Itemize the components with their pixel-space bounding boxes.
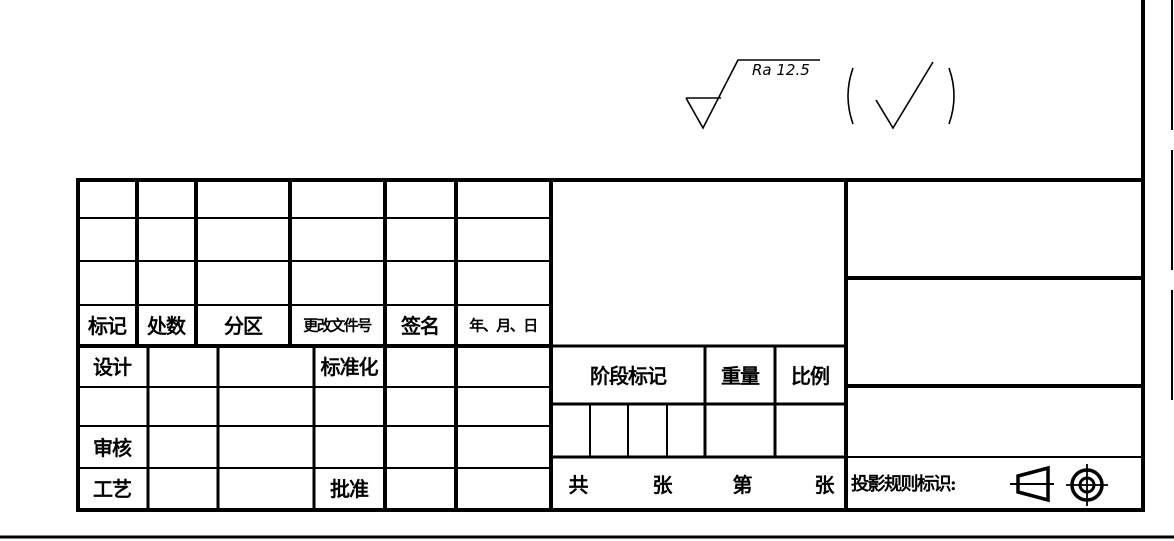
other-surfaces-symbol [847, 61, 955, 130]
sheets-total-label: 共 [568, 473, 589, 497]
header-scale: 比例 [791, 364, 830, 388]
header-mark: 标记 [88, 314, 127, 338]
row-standardization: 标准化 [320, 355, 379, 379]
row-approval: 批准 [330, 477, 369, 501]
projection-label: 投影规则标识: [851, 474, 957, 495]
sheets-number-label: 第 [732, 473, 753, 497]
sheets-unit-2: 张 [814, 473, 835, 497]
row-review: 审核 [93, 436, 132, 460]
header-change-doc-no: 更改文件号 [303, 316, 372, 335]
sheets-unit-1: 张 [652, 473, 673, 497]
projection-end-view-icon [1066, 464, 1108, 506]
header-signature: 签名 [401, 314, 440, 338]
header-date: 年、月、日 [469, 316, 538, 335]
roughness-value: Ra 12.5 [752, 61, 810, 79]
row-design: 设计 [93, 355, 132, 379]
header-weight: 重量 [721, 364, 760, 388]
header-zone: 分区 [224, 314, 263, 338]
roughness-symbol [685, 59, 820, 130]
row-process: 工艺 [93, 477, 132, 501]
header-stage-mark: 阶段标记 [590, 364, 667, 388]
header-count: 处数 [147, 314, 186, 338]
first-angle-projection-icon [1010, 465, 1054, 503]
